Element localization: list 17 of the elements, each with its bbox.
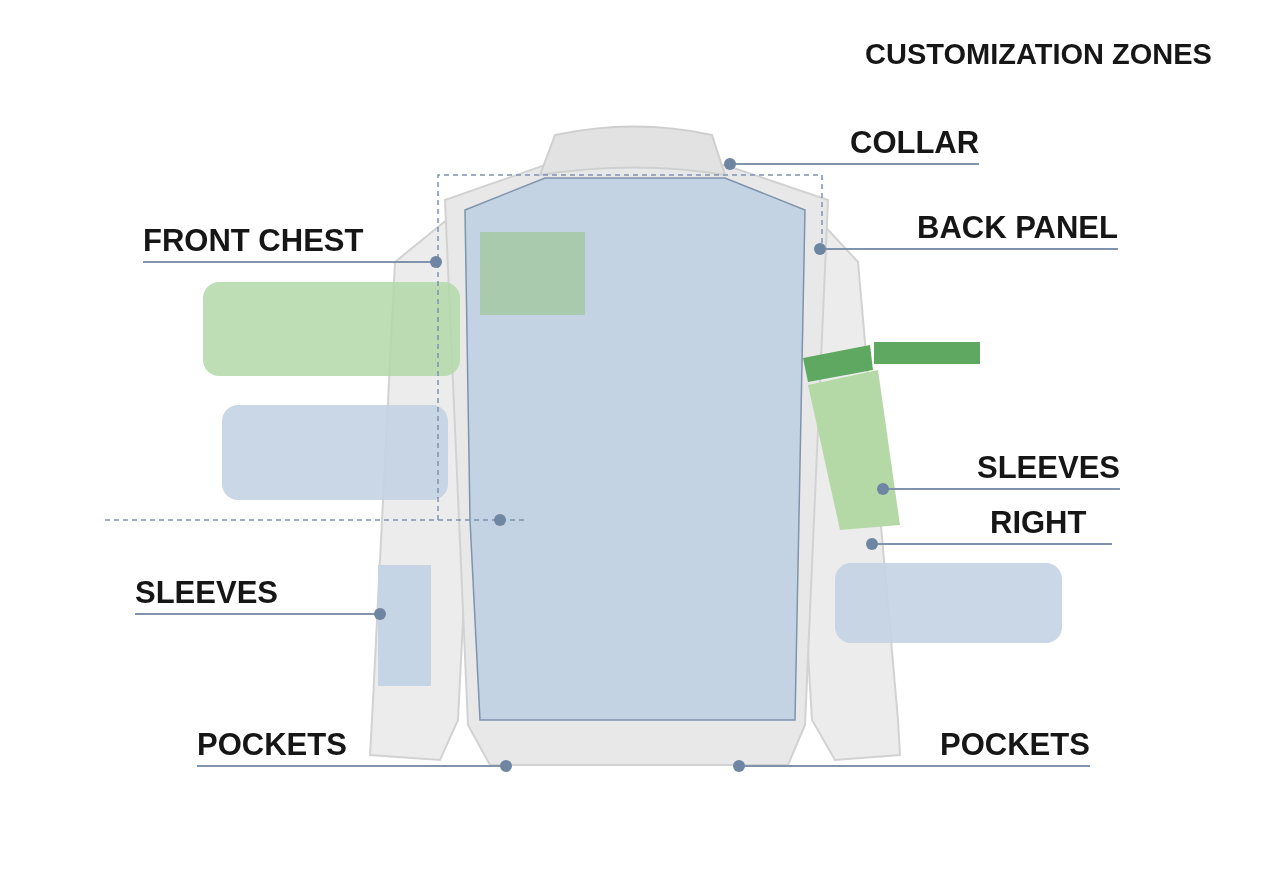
leader-line — [724, 158, 851, 170]
leader-line — [877, 483, 978, 495]
leader-line — [346, 760, 512, 772]
zone-label: SLEEVES — [135, 575, 278, 615]
leader-line — [277, 608, 386, 620]
zone-label: COLLAR — [850, 125, 980, 165]
zone-label: POCKETS — [197, 727, 347, 767]
zone-label: FRONT CHEST — [143, 223, 364, 263]
leader-line — [814, 243, 918, 255]
zone-label: POCKETS — [940, 727, 1090, 767]
leader-line — [362, 256, 442, 268]
zone-label: RIGHT — [990, 505, 1112, 545]
zone-label: SLEEVES — [977, 450, 1120, 490]
diagram-title: CUSTOMIZATION ZONES — [865, 38, 1212, 71]
zone-label: BACK PANEL — [917, 210, 1118, 250]
leader-line — [866, 538, 991, 550]
leader-line — [733, 760, 941, 772]
